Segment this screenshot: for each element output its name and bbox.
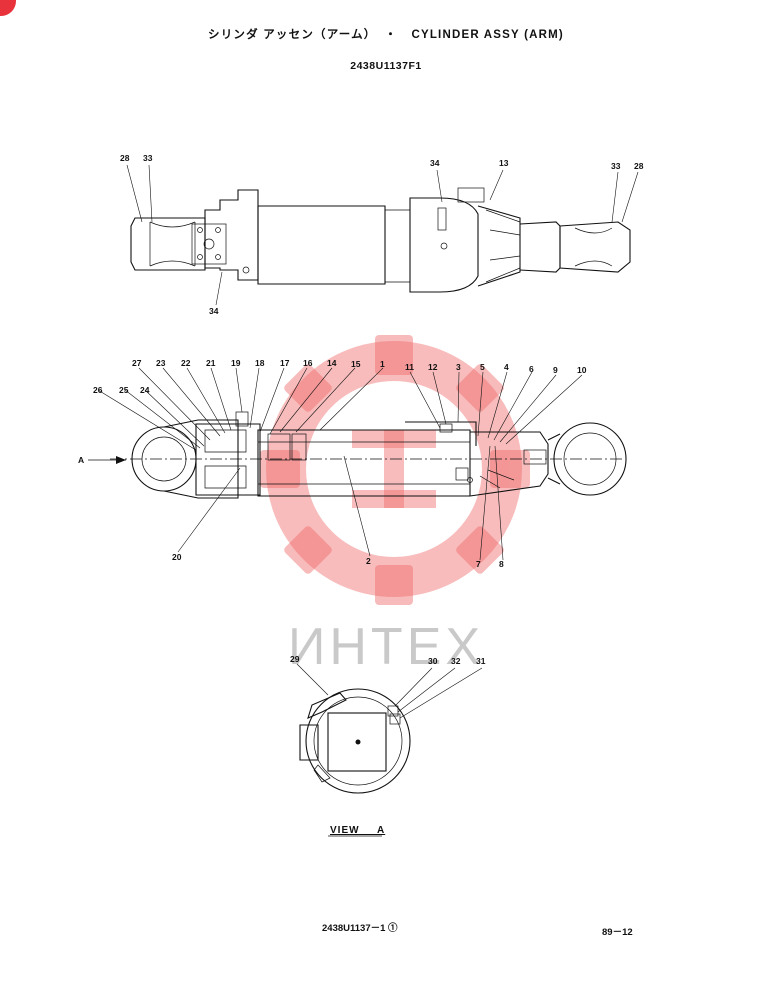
callout-15: 15 bbox=[351, 359, 361, 369]
callout-labels: 28 33 34 13 33 28 34 27 23 22 21 19 18 1… bbox=[78, 153, 644, 666]
callout-1: 1 bbox=[380, 359, 385, 369]
callout-8: 8 bbox=[499, 559, 504, 569]
callout-30: 30 bbox=[428, 656, 438, 666]
top-view bbox=[126, 164, 639, 306]
callout-18: 18 bbox=[255, 358, 265, 368]
callout-26: 26 bbox=[93, 385, 103, 395]
callout-4: 4 bbox=[504, 362, 509, 372]
callout-24: 24 bbox=[140, 385, 150, 395]
callout-top-28-left: 28 bbox=[120, 153, 130, 163]
callout-20: 20 bbox=[172, 552, 182, 562]
callout-27: 27 bbox=[132, 358, 142, 368]
callout-16: 16 bbox=[303, 358, 313, 368]
title-ja: シリンダ アッセン（アーム） bbox=[208, 29, 371, 41]
callout-top-33-left: 33 bbox=[143, 153, 153, 163]
callout-11: 11 bbox=[405, 362, 414, 372]
callout-top-28-right: 28 bbox=[634, 161, 644, 171]
view-a bbox=[296, 663, 483, 837]
callout-9: 9 bbox=[553, 365, 558, 375]
callout-29: 29 bbox=[290, 654, 300, 664]
callout-32: 32 bbox=[451, 656, 461, 666]
callout-23: 23 bbox=[156, 358, 166, 368]
callout-6: 6 bbox=[529, 364, 534, 374]
view-a-caption: VIEW A bbox=[330, 825, 386, 836]
callout-top-34: 34 bbox=[430, 158, 440, 168]
drawing-number: 2438U1137F1 bbox=[350, 60, 422, 72]
watermark-gear-icon bbox=[260, 335, 530, 605]
footer-page-number: 89－12 bbox=[602, 927, 633, 938]
callout-21: 21 bbox=[206, 358, 216, 368]
title-separator: ・ bbox=[384, 29, 398, 41]
callout-10: 10 bbox=[577, 365, 587, 375]
callout-12: 12 bbox=[428, 362, 438, 372]
watermark-text: ИНТЕХ bbox=[288, 618, 484, 676]
drawing-title: シリンダ アッセン（アーム） ・ CYLINDER ASSY (ARM) bbox=[0, 26, 772, 42]
callout-2: 2 bbox=[366, 556, 371, 566]
callout-7: 7 bbox=[476, 559, 481, 569]
callout-top-13: 13 bbox=[499, 158, 509, 168]
title-en: CYLINDER ASSY (ARM) bbox=[411, 29, 564, 41]
callout-3: 3 bbox=[456, 362, 461, 372]
callout-5: 5 bbox=[480, 362, 485, 372]
callout-top-34-bottom: 34 bbox=[209, 306, 219, 316]
callout-31: 31 bbox=[476, 656, 486, 666]
footer-reference: 2438U1137－1 ① bbox=[322, 923, 398, 934]
callout-top-33-right: 33 bbox=[611, 161, 621, 171]
section-view bbox=[88, 367, 627, 561]
callout-17: 17 bbox=[280, 358, 290, 368]
callout-14: 14 bbox=[327, 358, 337, 368]
arrow-a-label: A bbox=[78, 455, 84, 465]
callout-22: 22 bbox=[181, 358, 191, 368]
callout-19: 19 bbox=[231, 358, 241, 368]
callout-25: 25 bbox=[119, 385, 129, 395]
